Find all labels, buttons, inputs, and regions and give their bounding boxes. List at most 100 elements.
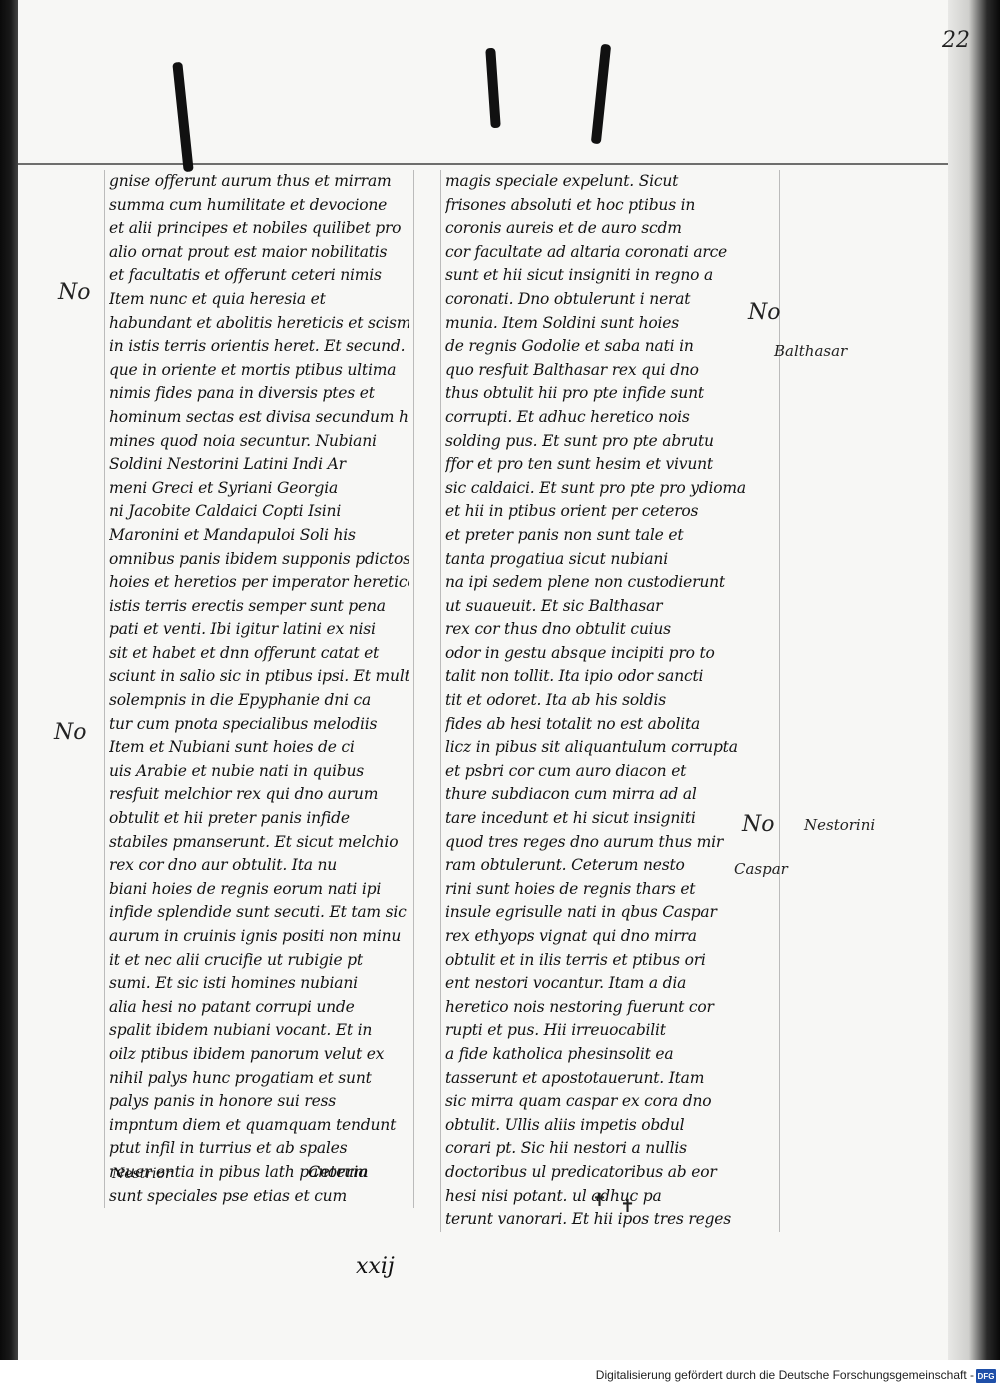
text-line: omnibus panis ibidem supponis pdictos xyxy=(109,549,409,568)
text-line: obtulit et in ilis terris et ptibus ori xyxy=(445,950,706,969)
text-line: ram obtulerunt. Ceterum nesto xyxy=(445,856,685,875)
text-line: thure subdiacon cum mirra ad al xyxy=(445,785,697,804)
text-line: talit non tollit. Ita ipio odor sancti xyxy=(445,667,704,686)
text-line: corari pt. Sic hii nestori a nullis xyxy=(445,1139,687,1158)
text-line: coronis aureis et de auro scdm xyxy=(445,219,682,238)
text-line: nihil palys hunc progatiam et sunt xyxy=(109,1068,372,1087)
text-line: ptut infil in turrius et ab spales xyxy=(109,1139,348,1158)
text-line: sunt et hii sicut insigniti in regno a xyxy=(445,266,714,285)
text-line: alio ornat prout est maior nobilitatis xyxy=(109,242,388,261)
text-line: sumi. Et sic isti homines nubiani xyxy=(109,974,358,993)
text-line: ent nestori vocantur. Itam a dia xyxy=(445,974,687,993)
text-line: cor facultate ad altaria coronati arce xyxy=(445,242,728,261)
right-text-column: magis speciale expelunt. Sicut frisones a… xyxy=(440,170,780,1232)
dfg-logo-icon: DFG xyxy=(976,1369,996,1383)
text-line: Maronini et Mandapuloi Soli his xyxy=(109,525,356,544)
text-line: stabiles pmanserunt. Et sicut melchio xyxy=(109,832,399,851)
quire-signature: xxij xyxy=(356,1254,395,1279)
text-line: uis Arabie et nubie nati in quibus xyxy=(109,761,365,780)
text-line: tanta progatiua sicut nubiani xyxy=(445,549,668,568)
text-line: thus obtulit hii pro pte infide sunt xyxy=(445,384,704,403)
text-line: ut suaueuit. Et sic Balthasar xyxy=(445,596,663,615)
text-line: sit et habet et dnn offerunt catat et xyxy=(109,643,380,662)
ascender-flourish xyxy=(590,43,612,145)
text-line: rex ethyops vignat qui dno mirra xyxy=(445,927,697,945)
text-line: in istis terris orientis heret. Et secun… xyxy=(109,337,406,356)
text-line: istis terris erectis semper sunt pena xyxy=(109,596,386,615)
ruled-line xyxy=(18,163,948,165)
text-line: summa cum humilitate et devocione xyxy=(109,195,388,214)
text-line: habundant et abolitis hereticis et scism… xyxy=(109,313,409,332)
footer-credit: Digitalisierung gefördert durch die Deut… xyxy=(595,1368,974,1382)
text-line: oilz ptibus ibidem panorum velut ex xyxy=(109,1044,385,1063)
text-line: et hii in ptibus orient per ceteros xyxy=(445,502,699,521)
text-line: spalit ibidem nubiani vocant. Et in xyxy=(109,1021,373,1040)
text-line: hesi nisi potant. ul adhuc pa xyxy=(445,1186,662,1205)
text-line: et preter panis non sunt tale et xyxy=(445,525,684,544)
footer-bar: Digitalisierung gefördert durch die Deut… xyxy=(0,1360,1000,1390)
text-line: sic caldaici. Et sunt pro pte pro ydioma xyxy=(445,478,746,497)
text-line: terunt vanorari. Et hii ipos tres reges xyxy=(445,1210,732,1229)
text-line: impntum diem et quamquam tendunt xyxy=(109,1115,397,1134)
page-edge xyxy=(948,0,1000,1360)
text-line: hominum sectas est divisa secundum hos h… xyxy=(109,407,409,426)
text-line: gnise offerunt aurum thus et mirram xyxy=(109,172,392,190)
text-line: que in oriente et mortis ptibus ultima xyxy=(109,360,397,379)
text-line: insule egrisulle nati in qbus Caspar xyxy=(445,903,717,922)
left-text-column: gnise offerunt aurum thus et mirram summa… xyxy=(104,170,414,1209)
text-line: licz in pibus sit aliquantulum corrupta xyxy=(445,738,738,757)
text-line: alia hesi no patant corrupi unde xyxy=(109,997,355,1016)
text-line: hoies et heretios per imperator heretico… xyxy=(109,573,409,592)
text-line: rex cor thus dno obtulit cuius xyxy=(445,620,671,639)
text-line: aurum in cruinis ignis positi non minu xyxy=(109,927,402,945)
text-line: mines quod noia secuntur. Nubiani xyxy=(109,431,377,450)
text-line: munia. Item Soldini sunt hoies xyxy=(445,313,679,332)
text-line: tasserunt et apostotauerunt. Itam xyxy=(445,1068,705,1087)
text-line: et alii principes et nobiles quilibet pr… xyxy=(109,219,402,238)
text-line: reuer entia in pibus lath panorum xyxy=(109,1162,369,1181)
text-line: infide splendide sunt secuti. Et tam sic xyxy=(109,903,407,922)
ascender-flourish xyxy=(172,61,194,173)
text-line: tare incedunt et hi sicut insigniti xyxy=(445,809,696,828)
margin-note-no: No xyxy=(54,720,87,745)
catchword-left: Nestrior xyxy=(112,1166,172,1182)
cross-mark: ✝ xyxy=(592,1190,608,1211)
margin-note-balthasar: Balthasar xyxy=(774,342,848,360)
text-line: et facultatis et offerunt ceteri nimis xyxy=(109,266,382,285)
text-line: solding pus. Et sunt pro pte abrutu xyxy=(445,431,714,450)
text-line: sciunt in salio sic in ptibus ipsi. Et m… xyxy=(109,667,409,686)
text-line: rini sunt hoies de regnis thars et xyxy=(445,879,696,898)
text-line: sunt speciales pse etias et cum xyxy=(109,1186,347,1205)
text-line: et psbri cor cum auro diacon et xyxy=(445,761,687,780)
text-line: biani hoies de regnis eorum nati ipi xyxy=(109,879,382,898)
cross-mark: ✝ xyxy=(620,1196,636,1217)
text-line: rex cor dno aur obtulit. Ita nu xyxy=(109,856,338,875)
text-line: rupti et pus. Hii irreuocabilit xyxy=(445,1021,666,1040)
margin-note-no: No xyxy=(742,812,775,837)
text-line: nimis fides pana in diversis ptes et xyxy=(109,384,375,403)
text-line: resfuit melchior rex qui dno aurum xyxy=(109,785,379,804)
text-line: obtulit et hii preter panis infide xyxy=(109,809,350,828)
text-line: Item et Nubiani sunt hoies de ci xyxy=(109,738,355,757)
text-line: odor in gestu absque incipiti pro to xyxy=(445,643,715,662)
text-line: palys panis in honore sui ress xyxy=(109,1092,337,1111)
text-line: quod tres reges dno aurum thus mir xyxy=(445,832,724,851)
text-line: a fide katholica phesinsolit ea xyxy=(445,1044,674,1063)
text-line: heretico nois nestoring fuerunt cor xyxy=(445,997,714,1016)
margin-note-no: No xyxy=(58,280,91,305)
text-line: it et nec alii crucifie ut rubigie pt xyxy=(109,950,363,969)
text-line: meni Greci et Syriani Georgia xyxy=(109,478,339,497)
text-line: de regnis Godolie et saba nati in xyxy=(445,337,694,356)
ascender-flourish xyxy=(485,47,501,129)
text-line: coronati. Dno obtulerunt i nerat xyxy=(445,289,691,308)
text-line: magis speciale expelunt. Sicut xyxy=(445,172,679,190)
text-line: obtulit. Ullis aliis impetis obdul xyxy=(445,1115,685,1134)
text-line: sic mirra quam caspar ex cora dno xyxy=(445,1092,712,1111)
text-line: corrupti. Et adhuc heretico nois xyxy=(445,407,690,426)
text-line: frisones absoluti et hoc ptibus in xyxy=(445,195,696,214)
binding-shadow xyxy=(0,0,18,1360)
text-line: pati et venti. Ibi igitur latini ex nisi xyxy=(109,620,376,639)
margin-note-no: No xyxy=(748,300,781,325)
text-line: Soldini Nestorini Latini Indi Ar xyxy=(109,455,346,474)
